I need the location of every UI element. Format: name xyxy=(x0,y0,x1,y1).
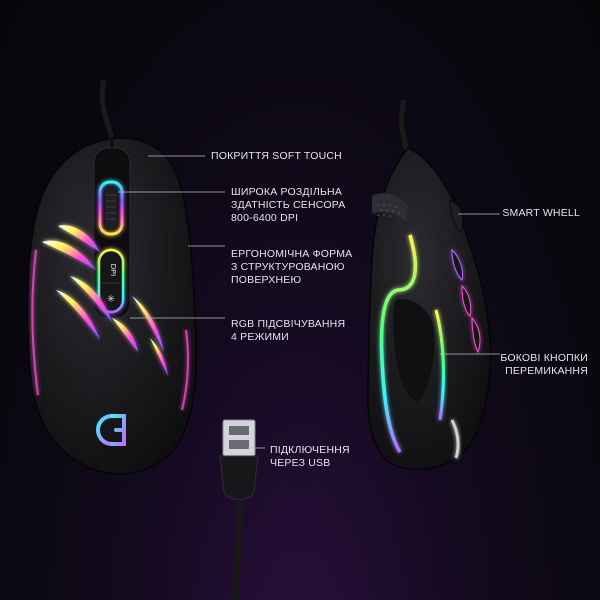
callout-sensor: ШИРОКА РОЗДІЛЬНА ЗДАТНІСТЬ СЕНСОРА 800-6… xyxy=(231,186,346,224)
usb-metal-connector xyxy=(222,419,256,457)
center-buttons-rgb-ring xyxy=(97,248,125,314)
callout-soft-touch: ПОКРИТТЯ SOFT TOUCH xyxy=(211,150,342,162)
callout-lines xyxy=(118,155,500,449)
callout-ergonomic: ЕРГОНОМІЧНА ФОРМА З СТРУКТУРОВАНОЮ ПОВЕР… xyxy=(231,248,353,286)
scroll-wheel-ridges xyxy=(106,194,116,220)
callout-rgb: RGB ПІДСВІЧУВАННЯ 4 РЕЖИМИ xyxy=(231,318,346,343)
brand-logo xyxy=(96,414,126,446)
usb-connector-slot xyxy=(229,426,249,435)
top-left-rgb-edge xyxy=(31,249,39,396)
usb-connector-slot-lower xyxy=(229,440,249,449)
usb-cable xyxy=(232,499,243,600)
grip-texture-dots xyxy=(377,204,400,217)
scroll-wheel-rgb xyxy=(98,180,124,236)
side-grip-texture xyxy=(372,193,408,222)
callout-side-buttons: БОКОВІ КНОПКИ ПЕРЕМИКАННЯ xyxy=(500,352,588,377)
scroll-wheel xyxy=(105,187,117,229)
dpi-button-label: DPI xyxy=(109,264,118,277)
usb-plug-housing xyxy=(219,455,259,500)
callout-smart-wheel: SMART WHELL xyxy=(502,207,580,219)
side-buttons xyxy=(451,248,481,354)
side-bottom-rgb xyxy=(450,419,460,459)
side-rgb-strip-right xyxy=(434,309,445,421)
thumb-rest-panel xyxy=(393,299,435,402)
mouse-cable-top xyxy=(99,79,115,141)
claw-marks xyxy=(42,225,168,376)
usb-plug xyxy=(219,419,259,600)
mouse-top-view: DPI ✳ xyxy=(26,79,198,475)
callout-usb: ПІДКЛЮЧЕННЯ ЧЕРЕЗ USB xyxy=(270,444,350,469)
side-rgb-strip xyxy=(379,234,418,453)
light-mode-button-glyph: ✳ xyxy=(107,294,115,305)
smart-wheel-bump xyxy=(449,199,464,233)
top-right-rgb-edge xyxy=(181,329,190,411)
mouse-side-view xyxy=(367,99,492,471)
